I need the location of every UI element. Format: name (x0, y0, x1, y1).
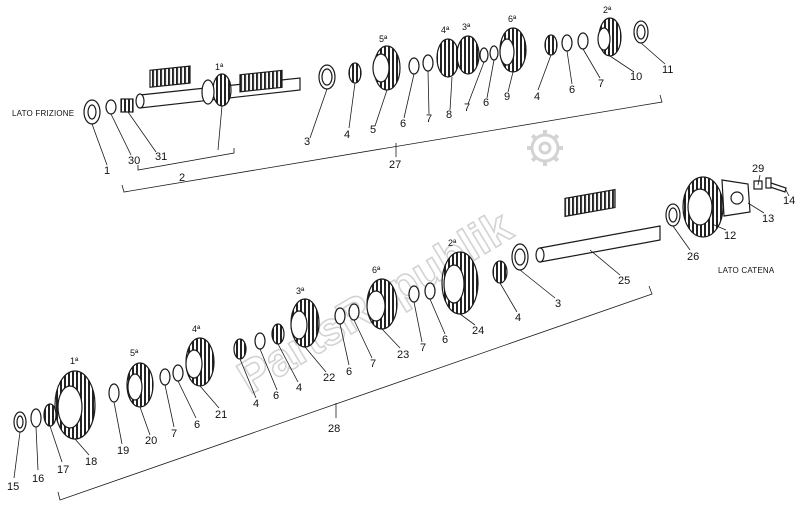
callout-3-bottom: 3 (555, 298, 561, 310)
callout-23: 23 (397, 349, 409, 361)
ordinal-bottom-5: 5ª (130, 348, 139, 358)
part-6-ring (408, 57, 420, 75)
bottom-callouts: 15 16 17 18 19 20 7 6 21 4 6 4 22 6 7 23… (7, 163, 795, 493)
callout-1: 1 (104, 165, 110, 177)
part-19-washer (108, 383, 120, 403)
callout-5: 5 (370, 124, 376, 136)
input-shaft-spline (149, 65, 191, 88)
callout-30: 30 (128, 155, 140, 167)
callout-14: 14 (783, 195, 795, 207)
callout-19: 19 (117, 445, 129, 457)
chain-side-label: LATO CATENA (718, 266, 775, 275)
gear-icon (527, 130, 563, 166)
part-30-ring (105, 99, 117, 115)
ordinal-bottom-1: 1ª (70, 356, 79, 366)
clutch-side-label: LATO FRIZIONE (12, 109, 74, 118)
bottom-shaft-assembly (13, 176, 787, 440)
top-gear-3rd (456, 35, 480, 75)
callout-13: 13 (762, 213, 774, 225)
callout-6c: 6 (569, 84, 575, 96)
callout-4b: 4 (534, 91, 540, 103)
callout-6-bottom-d: 6 (442, 334, 448, 346)
ordinal-top-3: 3ª (462, 22, 471, 32)
top-leader-lines (91, 42, 666, 193)
callout-7: 7 (426, 113, 432, 125)
callout-4-bottom-c: 4 (515, 312, 521, 324)
callout-10: 10 (630, 71, 642, 83)
callout-22: 22 (323, 372, 335, 384)
ordinal-top-5: 5ª (379, 34, 388, 44)
callout-6-bottom-b: 6 (273, 390, 279, 402)
part-31-bearing (120, 98, 134, 113)
callout-12: 12 (724, 230, 736, 242)
callout-7-bottom-c: 7 (420, 342, 426, 354)
callout-15: 15 (7, 481, 19, 493)
callout-4: 4 (344, 129, 350, 141)
callout-9: 9 (504, 91, 510, 103)
output-shaft-spline (564, 188, 616, 218)
input-shaft-spline-right (239, 69, 283, 93)
callout-31: 31 (155, 151, 167, 163)
callout-8: 8 (446, 109, 452, 121)
ordinal-top-1: 1ª (215, 62, 224, 72)
ordinal-bottom-3: 3ª (296, 286, 305, 296)
bottom-gear-ordinals: 1ª 5ª 4ª 3ª 6ª 2ª (70, 238, 457, 366)
top-gear-4th (436, 38, 460, 78)
callout-17: 17 (57, 464, 69, 476)
callout-21: 21 (215, 409, 227, 421)
part-7-clip (422, 54, 434, 72)
callout-3: 3 (304, 136, 310, 148)
part-17-bearing (43, 403, 57, 427)
watermark: PartsRepublik (228, 130, 563, 404)
callout-25: 25 (618, 275, 630, 287)
output-shaft-body (539, 225, 661, 263)
input-first-gear (212, 73, 232, 107)
callout-4-bottom-b: 4 (296, 382, 302, 394)
callout-28: 28 (328, 423, 340, 435)
part-4-bearing-bottom (492, 260, 508, 284)
callout-18: 18 (85, 456, 97, 468)
ordinal-top-6: 6ª (508, 14, 517, 24)
ordinal-bottom-6: 6ª (372, 265, 381, 275)
part-4-bearing (348, 62, 362, 84)
callout-27: 27 (389, 159, 401, 171)
callout-7c: 7 (598, 78, 604, 90)
top-gear-ordinals: 1ª 5ª 4ª 3ª 6ª 2ª (215, 5, 612, 72)
callout-7-bottom-b: 7 (370, 358, 376, 370)
callout-4-bottom: 4 (253, 398, 259, 410)
callout-6-bottom: 6 (194, 419, 200, 431)
callout-2: 2 (179, 172, 185, 184)
callout-6b: 6 (483, 97, 489, 109)
callout-7-bottom: 7 (171, 428, 177, 440)
callout-6: 6 (400, 118, 406, 130)
ordinal-top-2: 2ª (603, 5, 612, 15)
bottom-leader-lines (13, 174, 790, 501)
top-shaft-assembly (83, 17, 649, 125)
ordinal-top-4: 4ª (441, 25, 450, 35)
callout-6-bottom-c: 6 (346, 366, 352, 378)
top-callouts: 1 30 31 2 3 4 5 6 7 8 7 6 9 4 6 7 10 11 … (104, 64, 673, 184)
callout-7b: 7 (464, 102, 470, 114)
input-shaft-end (135, 93, 145, 109)
callout-29: 29 (752, 163, 764, 175)
callout-24: 24 (472, 325, 484, 337)
callout-26: 26 (687, 251, 699, 263)
part-16-ring (30, 408, 42, 428)
ordinal-bottom-2: 2ª (448, 238, 457, 248)
callout-11: 11 (662, 64, 673, 76)
callout-20: 20 (145, 435, 157, 447)
ordinal-bottom-4: 4ª (192, 324, 201, 334)
callout-16: 16 (32, 473, 44, 485)
